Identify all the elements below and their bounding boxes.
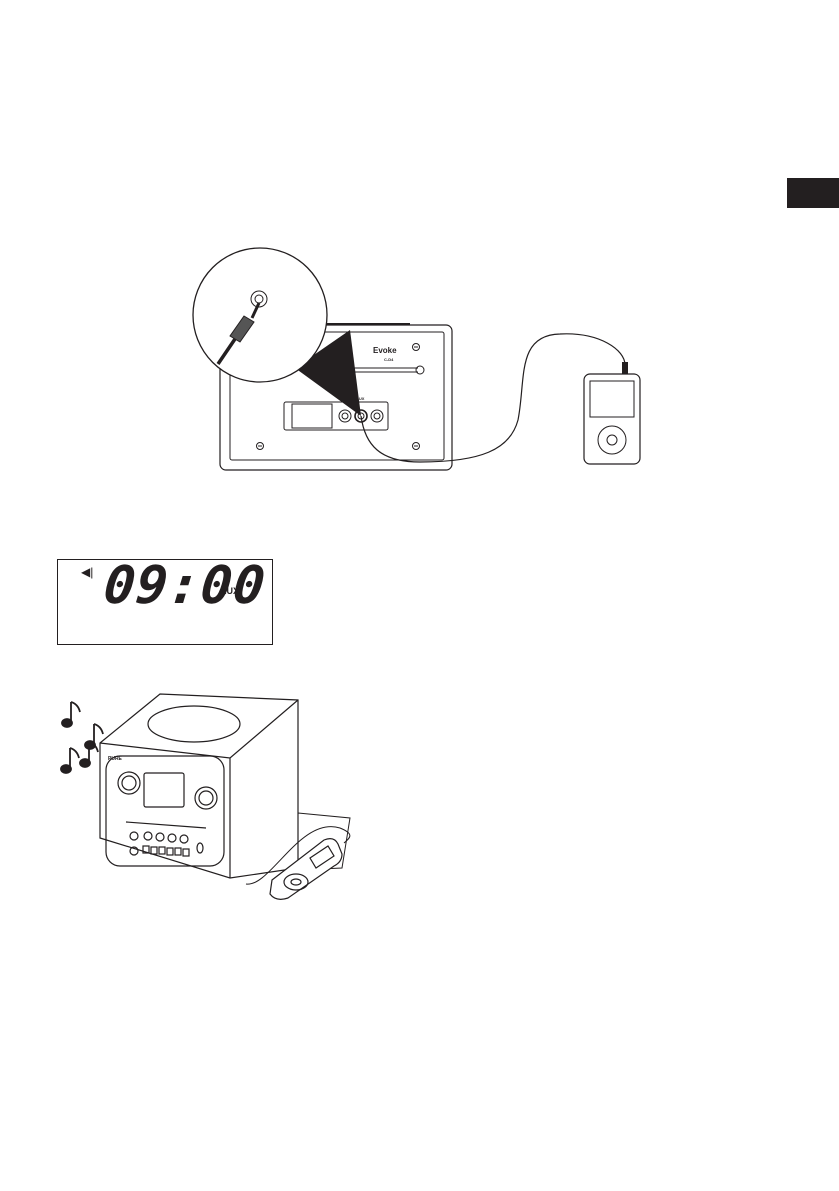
- speaker-volume-icon: ◀|: [81, 566, 93, 578]
- aux-connection-illustration: Evoke C-D4 AUX: [180, 240, 650, 480]
- radio-playing-illustration: PURE: [50, 688, 360, 908]
- music-notes-icon: [61, 702, 103, 773]
- radio-unit: [100, 694, 298, 878]
- page-edge-tab: [787, 178, 839, 208]
- radio-brand-label: Evoke: [373, 346, 397, 355]
- lcd-mode-indicator: AUX: [220, 586, 239, 596]
- radio-model-label: C-D4: [384, 357, 394, 362]
- aux-cable: [361, 334, 625, 462]
- media-player: [584, 374, 640, 464]
- zoom-circle: [193, 248, 327, 382]
- radio-brand-logo: PURE: [108, 756, 123, 762]
- lcd-time-readout: 09:00: [101, 556, 269, 616]
